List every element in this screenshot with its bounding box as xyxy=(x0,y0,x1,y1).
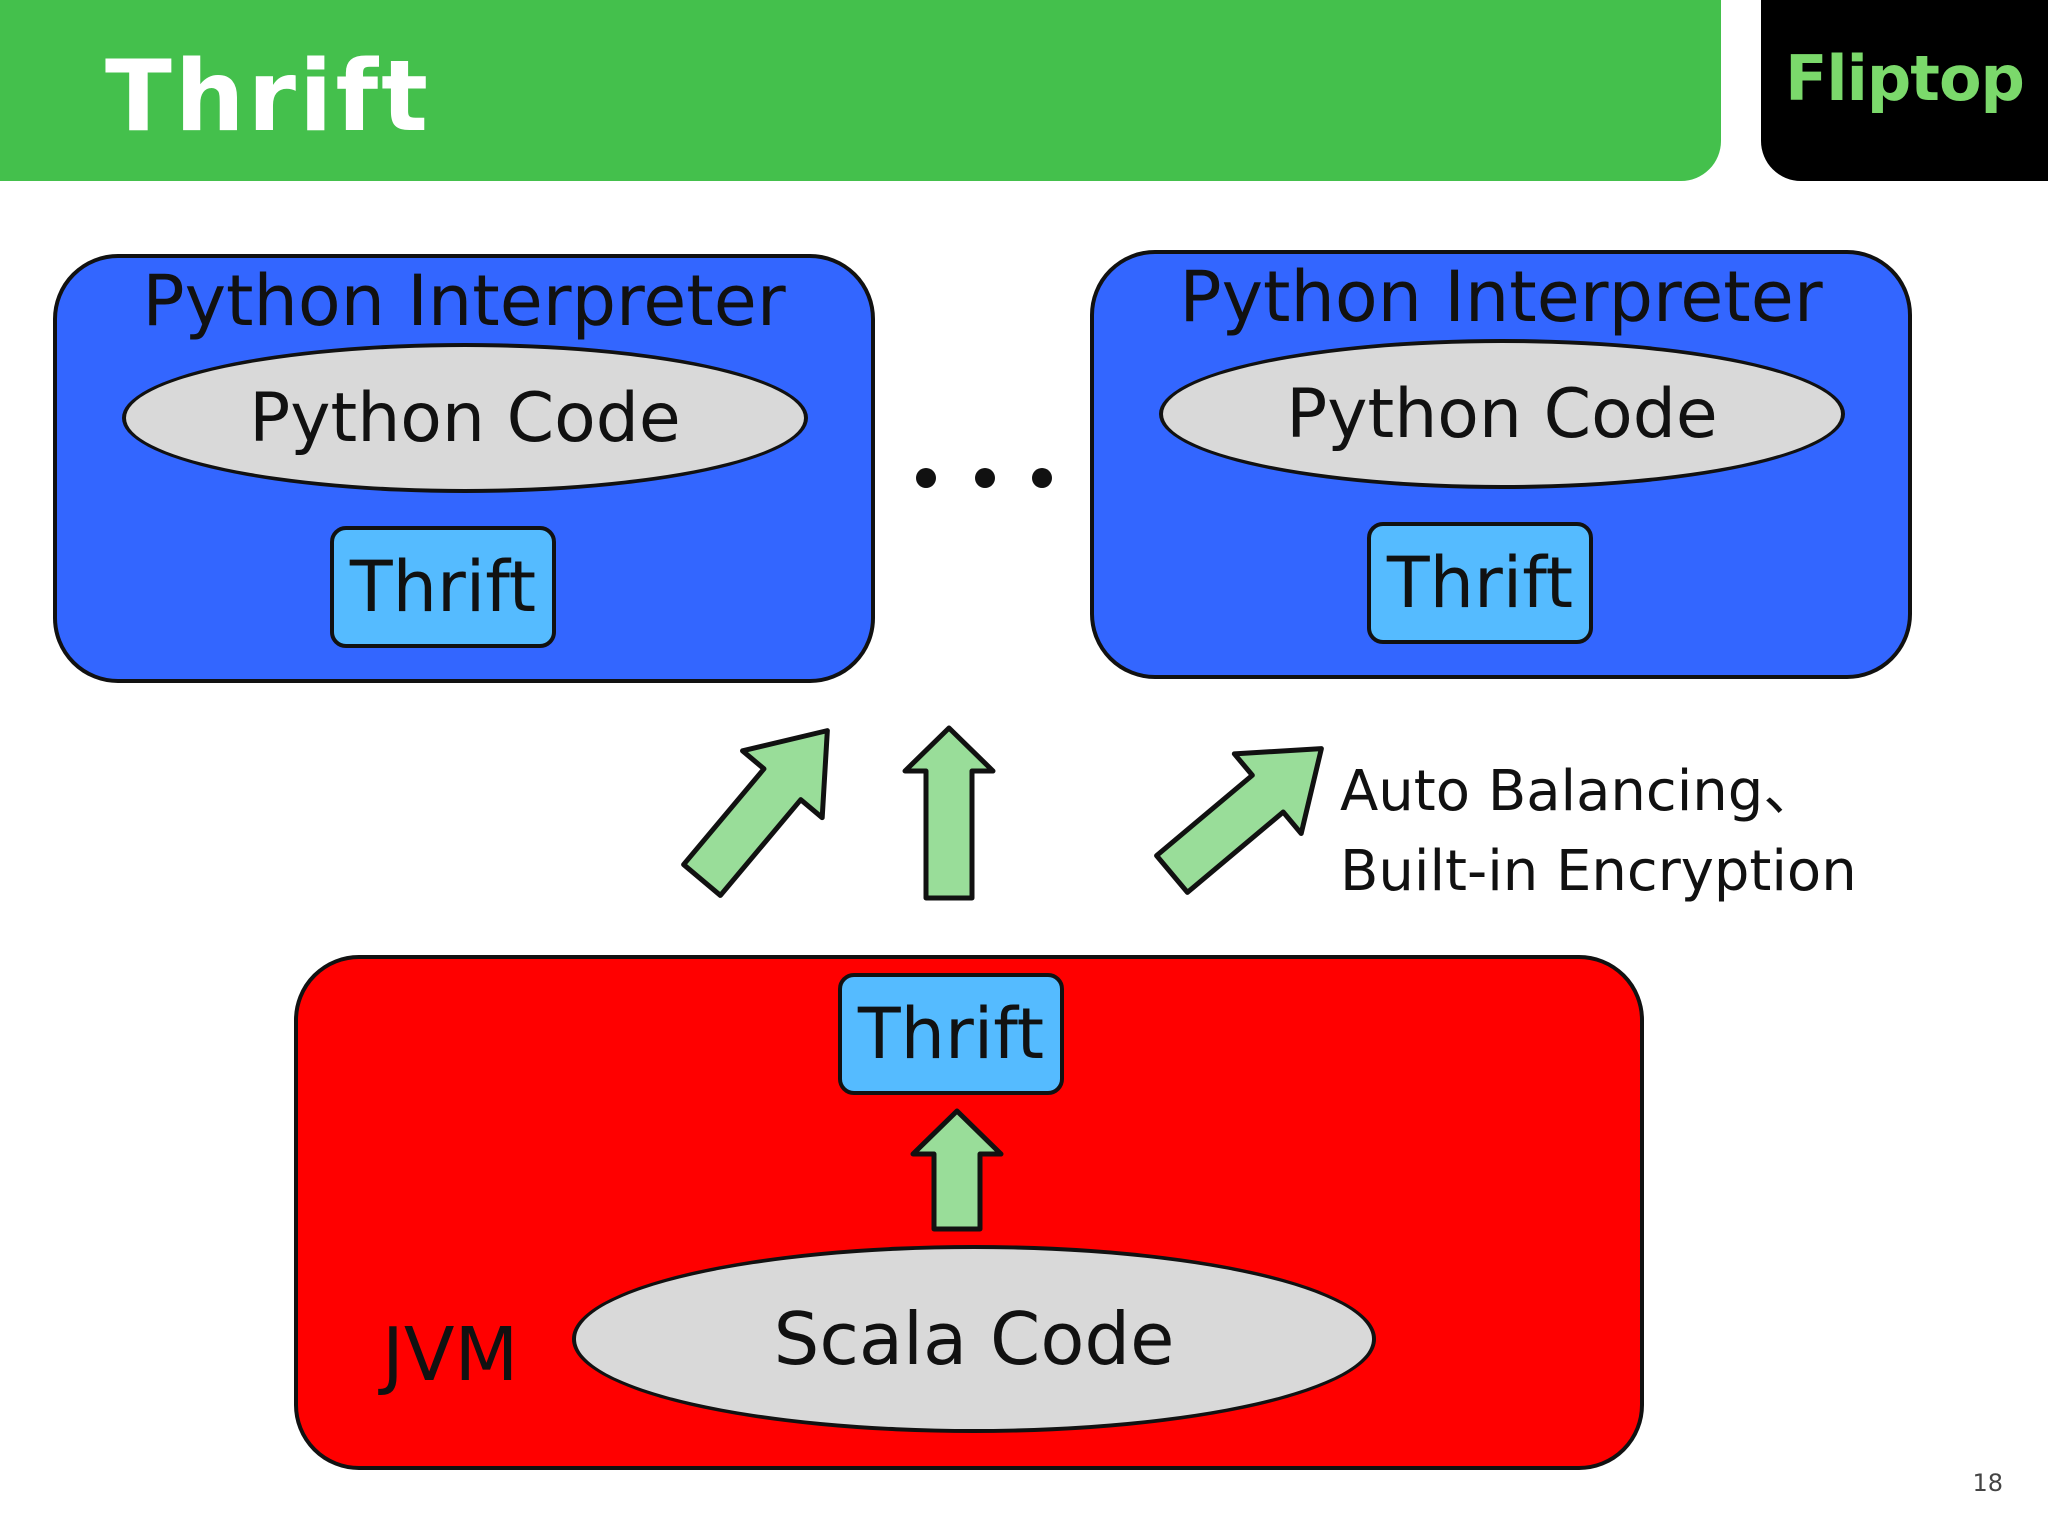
python-interpreter-left-title: Python Interpreter xyxy=(142,260,786,342)
page-number: 18 xyxy=(1972,1469,2003,1497)
scala-code-label: Scala Code xyxy=(773,1297,1175,1381)
annotation-text: Auto Balancing、 Built-in Encryption xyxy=(1340,752,1857,912)
fliptop-logo: Fliptop xyxy=(1761,0,2048,181)
python-code-right-label: Python Code xyxy=(1286,374,1718,454)
python-code-left-label: Python Code xyxy=(249,378,681,458)
title-bar: Thrift xyxy=(0,0,1721,181)
thrift-box-right: Thrift xyxy=(1367,522,1593,644)
python-interpreter-right-title: Python Interpreter xyxy=(1179,256,1823,338)
thrift-box-left: Thrift xyxy=(330,526,556,648)
ellipsis-dot xyxy=(916,468,936,488)
arrow-up-right-shape xyxy=(1154,746,1324,895)
thrift-jvm-label: Thrift xyxy=(857,993,1045,1075)
thrift-right-label: Thrift xyxy=(1386,542,1574,624)
thrift-left-label: Thrift xyxy=(349,546,537,628)
annotation-line-2: Built-in Encryption xyxy=(1340,839,1857,904)
jvm-label: JVM xyxy=(382,1312,519,1398)
slide-title: Thrift xyxy=(105,40,432,154)
thrift-box-jvm: Thrift xyxy=(838,973,1064,1095)
annotation-line-1: Auto Balancing、 xyxy=(1340,759,1820,824)
ellipsis-dot xyxy=(1032,468,1052,488)
arrow-up-left-shape xyxy=(681,728,830,898)
ellipsis-dot xyxy=(975,468,995,488)
python-code-left-ellipse: Python Code xyxy=(122,343,808,493)
python-code-right-ellipse: Python Code xyxy=(1159,339,1845,489)
logo-text: Fliptop xyxy=(1785,42,2025,115)
scala-code-ellipse: Scala Code xyxy=(572,1245,1376,1433)
more-interpreters-ellipsis xyxy=(916,468,1056,492)
